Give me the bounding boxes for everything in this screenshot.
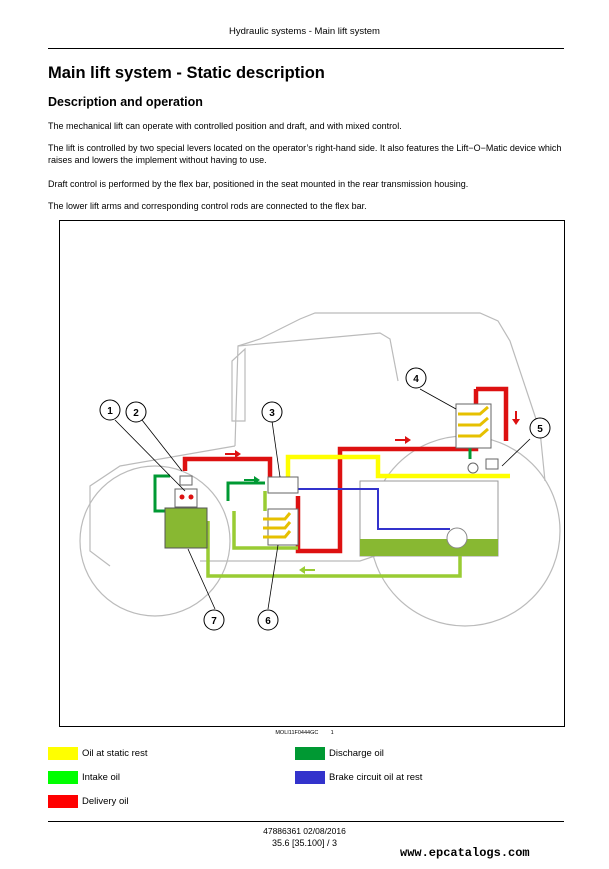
callout-label: 4	[413, 374, 419, 385]
section-subtitle: Description and operation	[48, 95, 203, 109]
legend-label: Brake circuit oil at rest	[329, 772, 423, 783]
legend-swatch	[48, 771, 78, 784]
paragraph: The lower lift arms and corresponding co…	[48, 201, 367, 211]
flow-arrows	[225, 411, 520, 574]
callout-circle	[405, 367, 427, 389]
static-lines	[285, 454, 510, 479]
legend-swatch	[295, 771, 325, 784]
valve-5	[485, 458, 499, 470]
leader-lines	[114, 388, 531, 610]
callout-circle	[125, 401, 147, 423]
footer-rule	[48, 821, 564, 822]
callout-label: 1	[107, 406, 113, 417]
callout-label: 2	[133, 408, 139, 419]
paragraph: Draft control is performed by the flex b…	[48, 179, 469, 189]
tank-port	[446, 527, 468, 549]
running-header: Hydraulic systems - Main lift system	[229, 26, 380, 37]
paragraph: The lift is controlled by two special le…	[48, 143, 562, 165]
section-title: Main lift system - Static description	[48, 64, 325, 82]
paragraph: The mechanical lift can operate with con…	[48, 121, 402, 131]
callout-circle	[203, 609, 225, 631]
filter-unit	[174, 488, 198, 508]
figure-frame	[59, 220, 565, 727]
callout-label: 7	[211, 616, 217, 627]
footer-doc: 47886361 02/08/2016	[263, 826, 346, 836]
brake-line	[288, 488, 450, 530]
callout-circle	[99, 399, 121, 421]
legend-swatch	[48, 747, 78, 760]
legend-swatch	[295, 747, 325, 760]
legend-brake: Brake circuit oil at rest	[295, 771, 422, 784]
header-rule	[48, 48, 564, 49]
distributor-top	[267, 476, 299, 494]
legend-intake: Intake oil	[48, 771, 120, 784]
intake-lines	[206, 491, 462, 578]
callout-circle	[257, 609, 279, 631]
brand-watermark: www.epcatalogs.com	[400, 846, 530, 860]
legend-label: Delivery oil	[82, 796, 129, 807]
footer-page: 35.6 [35.100] / 3	[271, 838, 338, 848]
callout-circle	[529, 417, 551, 439]
legend-label: Discharge oil	[329, 748, 384, 759]
figure-caption: MOLI11F0444GC 1	[0, 730, 609, 736]
legend-label: Oil at static rest	[82, 748, 148, 759]
figure-id: MOLI11F0444GC	[275, 730, 319, 736]
figure-number: 1	[330, 730, 334, 736]
hydraulic-diagram	[79, 312, 561, 627]
legend-discharge: Discharge oil	[295, 747, 384, 760]
callout-label: 5	[537, 424, 543, 435]
relief-valve	[179, 475, 193, 486]
tractor-outline	[79, 312, 561, 627]
callout-circle	[261, 401, 283, 423]
legend-label: Intake oil	[82, 772, 121, 783]
callout-label: 3	[269, 408, 275, 419]
legend-swatch	[48, 795, 78, 808]
legend-static: Oil at static rest	[48, 747, 147, 760]
legend-delivery: Delivery oil	[48, 795, 128, 808]
callout-label: 6	[265, 616, 271, 627]
pump-reservoir	[164, 507, 208, 549]
